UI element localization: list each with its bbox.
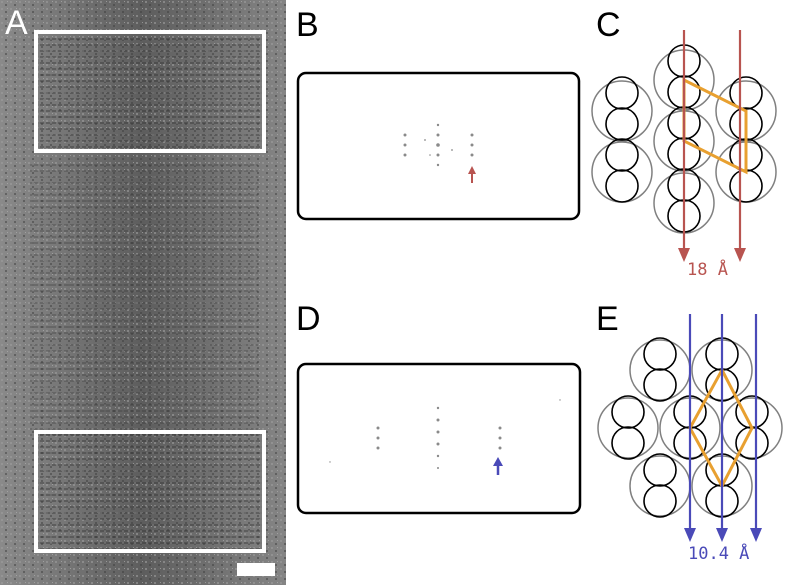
red-lattice-arrows [678,30,746,262]
blue-lattice-arrows [684,314,762,542]
panel-label-b: B [296,6,319,44]
panel-a: A [0,0,286,585]
panel-d: D [296,300,582,515]
spacing-label-c: 18 Å [687,258,728,280]
red-arrow-icon [468,166,476,183]
scale-bar [237,563,275,576]
panel-label-a: A [5,4,28,42]
unit-cell-c [682,77,748,175]
panel-c: C [591,6,777,280]
spacing-label-e: 10.4 Å [688,542,749,564]
fft-spots-d [329,399,561,469]
fft-frame-d [296,362,582,515]
panel-label-c: C [596,6,621,44]
panel-label-d: D [296,300,321,338]
panel-label-e: E [596,300,619,338]
panel-e: E 10.4 Å [596,300,783,564]
fft-spots-b [403,123,474,167]
lower-roi-box [34,430,266,553]
blue-arrow-icon [493,457,503,475]
panel-b: B [296,6,581,221]
upper-roi-box [34,30,266,153]
